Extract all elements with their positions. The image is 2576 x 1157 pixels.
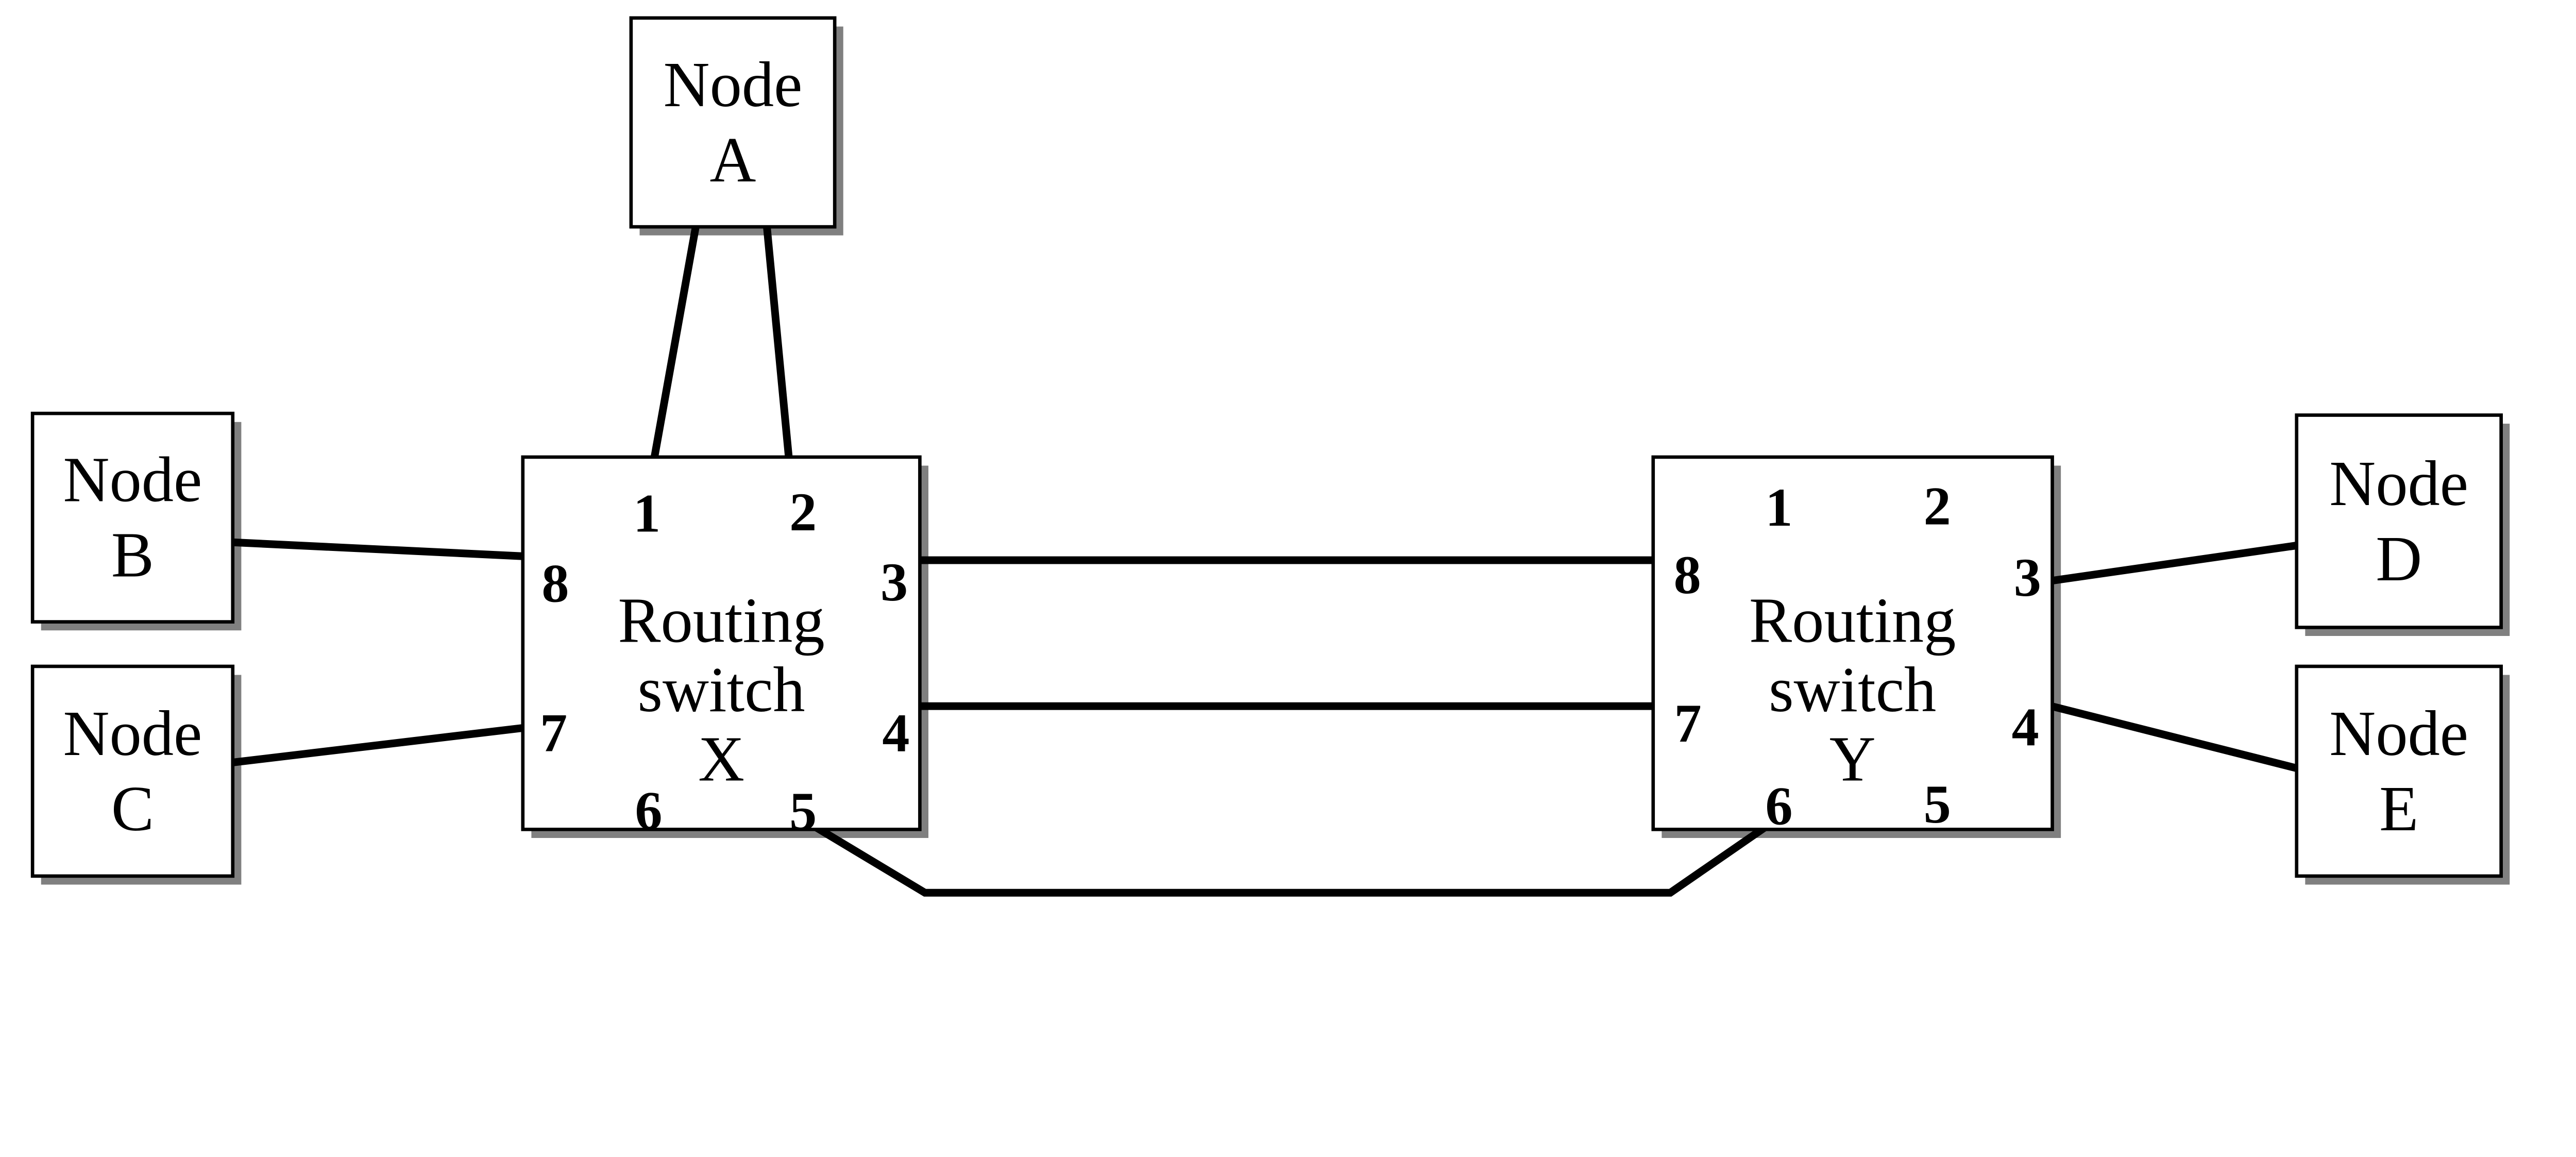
node-a: Node A (629, 16, 837, 229)
switch-y-port-2: 2 (1924, 475, 1951, 536)
switch-y-label-line2: switch (1769, 654, 1936, 725)
link-node-a-to-switch-x-port1 (650, 224, 700, 460)
switch-x-port-5: 5 (789, 781, 817, 842)
link-node-b-to-switch-x-port8 (231, 538, 527, 561)
node-c-box (30, 664, 235, 878)
switch-x-label-line3: X (698, 724, 744, 795)
switch-x-port-3: 3 (880, 551, 908, 612)
switch-x-port-7: 7 (540, 702, 567, 763)
network-topology-diagram: Node A Node B Node C Node D Node E (30, 16, 2510, 897)
node-c-label-line2: C (111, 773, 154, 844)
switch-y-port-5: 5 (1924, 774, 1951, 834)
switch-y-port-7: 7 (1674, 693, 1701, 753)
switch-y-port-6: 6 (1765, 775, 1792, 836)
node-b-box (30, 411, 235, 624)
link-switch-y-port3-to-node-d (2050, 541, 2299, 585)
switch-x-port-2: 2 (789, 481, 817, 542)
link-node-c-to-switch-x-port7 (230, 724, 527, 767)
switch-y-label-line3: Y (1829, 724, 1876, 795)
node-d-label-line1: Node (2329, 448, 2468, 519)
node-d-label-line2: D (2376, 523, 2422, 594)
switch-x-box (521, 455, 922, 831)
switch-y-box (1651, 455, 2054, 831)
link-switch-y-port4-to-node-e (2050, 702, 2299, 773)
node-d-box (2295, 413, 2503, 629)
switch-x-port-6: 6 (635, 780, 662, 841)
switch-x-port-1: 1 (633, 482, 660, 543)
node-a-label-line2: A (710, 124, 756, 195)
switch-x-label-line2: switch (638, 654, 805, 725)
switch-x-label-line1: Routing (618, 585, 824, 656)
node-b-label-line1: Node (63, 444, 202, 515)
switch-x-port-4: 4 (882, 702, 909, 763)
node-e: Node E (2295, 664, 2503, 878)
switch-y-label-line1: Routing (1749, 585, 1956, 656)
switch-y-port-8: 8 (1674, 544, 1701, 605)
diagram-canvas: Node A Node B Node C Node D Node E (30, 16, 2510, 897)
node-d: Node D (2295, 413, 2503, 629)
node-c-label-line1: Node (63, 698, 202, 769)
switch-y-port-3: 3 (2014, 547, 2041, 608)
node-e-box (2295, 664, 2503, 878)
switch-x-port-8: 8 (541, 553, 569, 614)
node-c: Node C (30, 664, 235, 878)
node-a-box (629, 16, 837, 229)
link-node-a-to-switch-x-port2 (762, 224, 793, 459)
node-a-label-line1: Node (664, 49, 803, 120)
switch-x: 1 2 8 3 7 4 6 5 Routing switch X (521, 455, 922, 842)
node-e-label-line2: E (2379, 773, 2418, 844)
node-b-label-line2: B (111, 519, 154, 591)
switch-y: 1 2 8 3 7 4 6 5 Routing switch Y (1651, 455, 2054, 836)
node-b: Node B (30, 411, 235, 624)
switch-y-port-4: 4 (2012, 696, 2039, 757)
switch-y-port-1: 1 (1765, 477, 1792, 538)
link-switch-x-port5-to-switch-y-port6 (811, 823, 1769, 897)
node-e-label-line1: Node (2329, 698, 2468, 769)
